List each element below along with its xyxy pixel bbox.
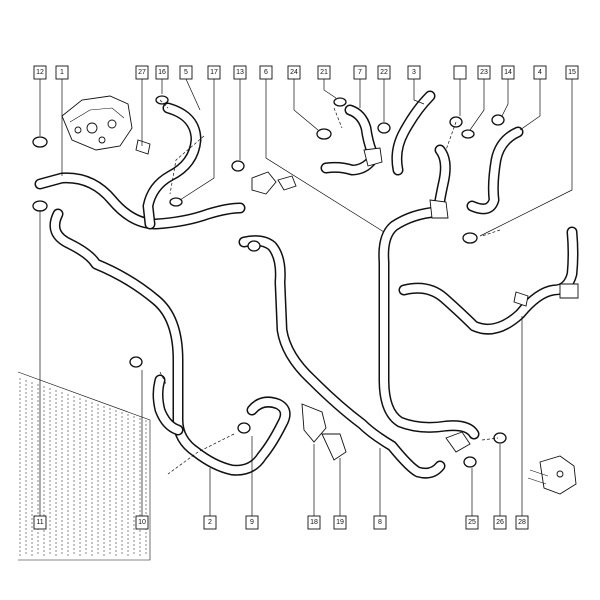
svg-text:5: 5 [184, 69, 188, 76]
svg-text:25: 25 [468, 519, 476, 526]
svg-text:15: 15 [568, 69, 576, 76]
callout-11: 11 [33, 515, 47, 530]
callout-21: 21 [317, 65, 331, 80]
callout-10: 10 [135, 515, 149, 530]
callout-5: 5 [179, 65, 193, 80]
callout-22: 22 [377, 65, 391, 80]
callout-9: 9 [245, 515, 259, 530]
callout-29 [453, 65, 467, 80]
callout-19: 19 [333, 515, 347, 530]
callout-25: 25 [465, 515, 479, 530]
thermostat-housing [527, 455, 577, 495]
svg-text:13: 13 [236, 69, 244, 76]
svg-text:10: 10 [138, 519, 146, 526]
svg-text:1: 1 [60, 69, 64, 76]
callout-7: 7 [353, 65, 367, 80]
svg-text:14: 14 [504, 69, 512, 76]
dashed-assembly-lines [159, 99, 501, 475]
callout-3: 3 [407, 65, 421, 80]
callout-4: 4 [533, 65, 547, 80]
callout-15: 15 [565, 65, 579, 80]
callout-6: 6 [259, 65, 273, 80]
svg-text:26: 26 [496, 519, 504, 526]
svg-text:16: 16 [158, 69, 166, 76]
callout-13: 13 [233, 65, 247, 80]
svg-text:3: 3 [412, 69, 416, 76]
callout-2: 2 [203, 515, 217, 530]
svg-text:12: 12 [36, 69, 44, 76]
svg-text:7: 7 [358, 69, 362, 76]
svg-text:6: 6 [264, 69, 268, 76]
fittings [135, 139, 579, 461]
svg-text:9: 9 [250, 519, 254, 526]
svg-text:27: 27 [138, 69, 146, 76]
svg-text:28: 28 [518, 519, 526, 526]
clamps [32, 95, 507, 468]
hoses [34, 90, 579, 479]
callout-14: 14 [501, 65, 515, 80]
callout-27: 27 [135, 65, 149, 80]
radiator [17, 371, 151, 561]
engine-housing [61, 95, 133, 151]
svg-text:21: 21 [320, 69, 328, 76]
callout-12: 12 [33, 65, 47, 80]
callout-24: 24 [287, 65, 301, 80]
callout-1: 1 [55, 65, 69, 80]
svg-text:23: 23 [480, 69, 488, 76]
svg-text:18: 18 [310, 519, 318, 526]
svg-text:19: 19 [336, 519, 344, 526]
callout-8: 8 [373, 515, 387, 530]
callout-17: 17 [207, 65, 221, 80]
svg-text:22: 22 [380, 69, 388, 76]
callout-28: 28 [515, 515, 529, 530]
callout-16: 16 [155, 65, 169, 80]
hose-28 [398, 226, 579, 335]
hose-6 [378, 206, 480, 440]
svg-text:2: 2 [208, 519, 212, 526]
svg-text:17: 17 [210, 69, 218, 76]
svg-text:8: 8 [378, 519, 382, 526]
svg-text:24: 24 [290, 69, 298, 76]
callout-18: 18 [307, 515, 321, 530]
svg-text:4: 4 [538, 69, 542, 76]
svg-text:11: 11 [36, 519, 43, 526]
callout-26: 26 [493, 515, 507, 530]
callout-23: 23 [477, 65, 491, 80]
leader-lines [39, 78, 573, 516]
